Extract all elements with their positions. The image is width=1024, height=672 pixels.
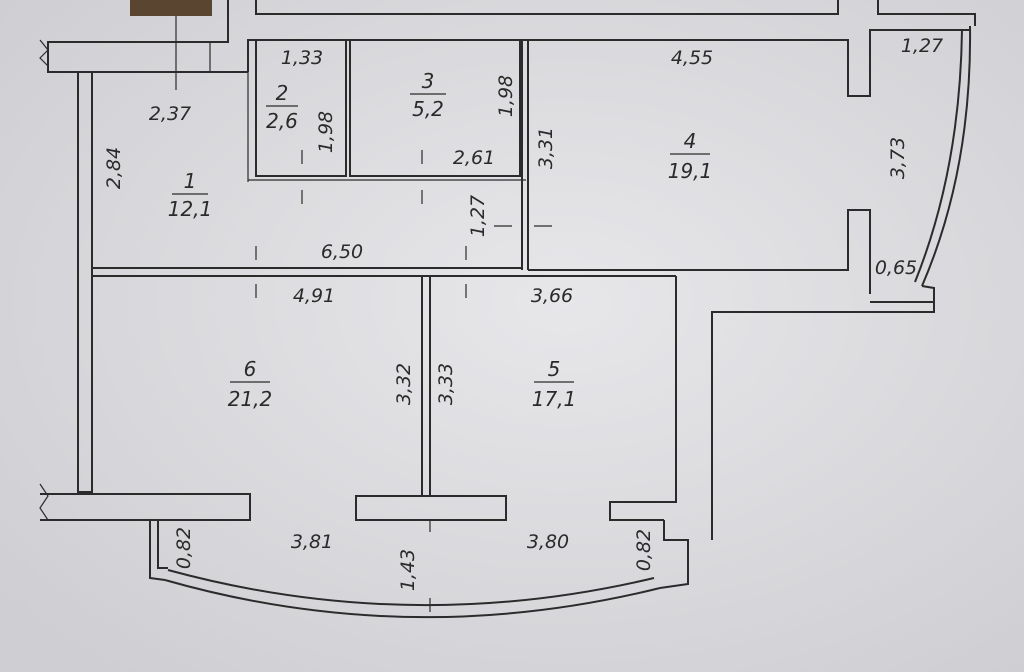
dim-room5-height: 3,33 — [435, 363, 457, 405]
room-4-area: 19,1 — [668, 159, 713, 183]
room-1-number: 1 — [184, 169, 197, 193]
dim-room1-length: 6,50 — [321, 241, 363, 263]
room-4-number: 4 — [684, 129, 697, 153]
room-6-label: 6 21,2 — [228, 357, 273, 411]
dim-balcony-left-depth: 0,82 — [173, 527, 195, 569]
dim-room4-right-height: 3,73 — [887, 137, 909, 179]
dim-corridor-width: 2,37 — [149, 103, 191, 125]
corner-tab — [130, 0, 212, 16]
dim-room3-height: 1,98 — [495, 75, 517, 117]
room-4-label: 4 19,1 — [668, 129, 713, 183]
room-3-area: 5,2 — [412, 97, 444, 121]
room-5-label: 5 17,1 — [532, 357, 577, 411]
dim-room1-height: 2,84 — [103, 147, 125, 189]
dim-room2-height: 1,98 — [315, 111, 337, 153]
dim-room4-width: 4,55 — [671, 47, 713, 69]
room-6-area: 21,2 — [228, 387, 273, 411]
dim-hall-width: 1,27 — [467, 195, 489, 237]
room-3-label: 3 5,2 — [410, 69, 446, 121]
room-3-number: 3 — [422, 69, 435, 93]
dimension-labels: 2,37 2,84 6,50 1,33 1,98 1,98 2,61 1,27 … — [103, 35, 943, 591]
walls — [39, 0, 976, 619]
room-labels: 1 12,1 2 2,6 3 5,2 4 19,1 5 17,1 6 21,2 — [168, 69, 713, 411]
room-5-area: 17,1 — [532, 387, 577, 411]
dim-room6-width: 4,91 — [293, 285, 335, 307]
dim-balcony-right-width: 3,80 — [527, 531, 569, 553]
room-1-label: 1 12,1 — [168, 169, 213, 221]
dim-room3-width: 2,61 — [453, 147, 495, 169]
room-2-area: 2,6 — [266, 109, 298, 133]
dim-room4-corner: 0,65 — [875, 257, 917, 279]
dim-room5-width: 3,66 — [531, 285, 573, 307]
room-2-number: 2 — [276, 81, 289, 105]
dim-balcony-right-depth: 0,82 — [633, 529, 655, 571]
dim-room6-height: 3,32 — [393, 363, 415, 405]
dim-room4-left-height: 3,31 — [535, 127, 557, 169]
room-6-number: 6 — [244, 357, 257, 381]
dim-balcony-depth: 1,43 — [397, 549, 419, 591]
room-2-label: 2 2,6 — [266, 81, 298, 133]
room-1-area: 12,1 — [168, 197, 213, 221]
dim-window-width: 1,27 — [901, 35, 943, 57]
room-5-number: 5 — [548, 357, 561, 381]
dim-room2-width: 1,33 — [281, 47, 323, 69]
dim-balcony-left-width: 3,81 — [291, 531, 333, 553]
